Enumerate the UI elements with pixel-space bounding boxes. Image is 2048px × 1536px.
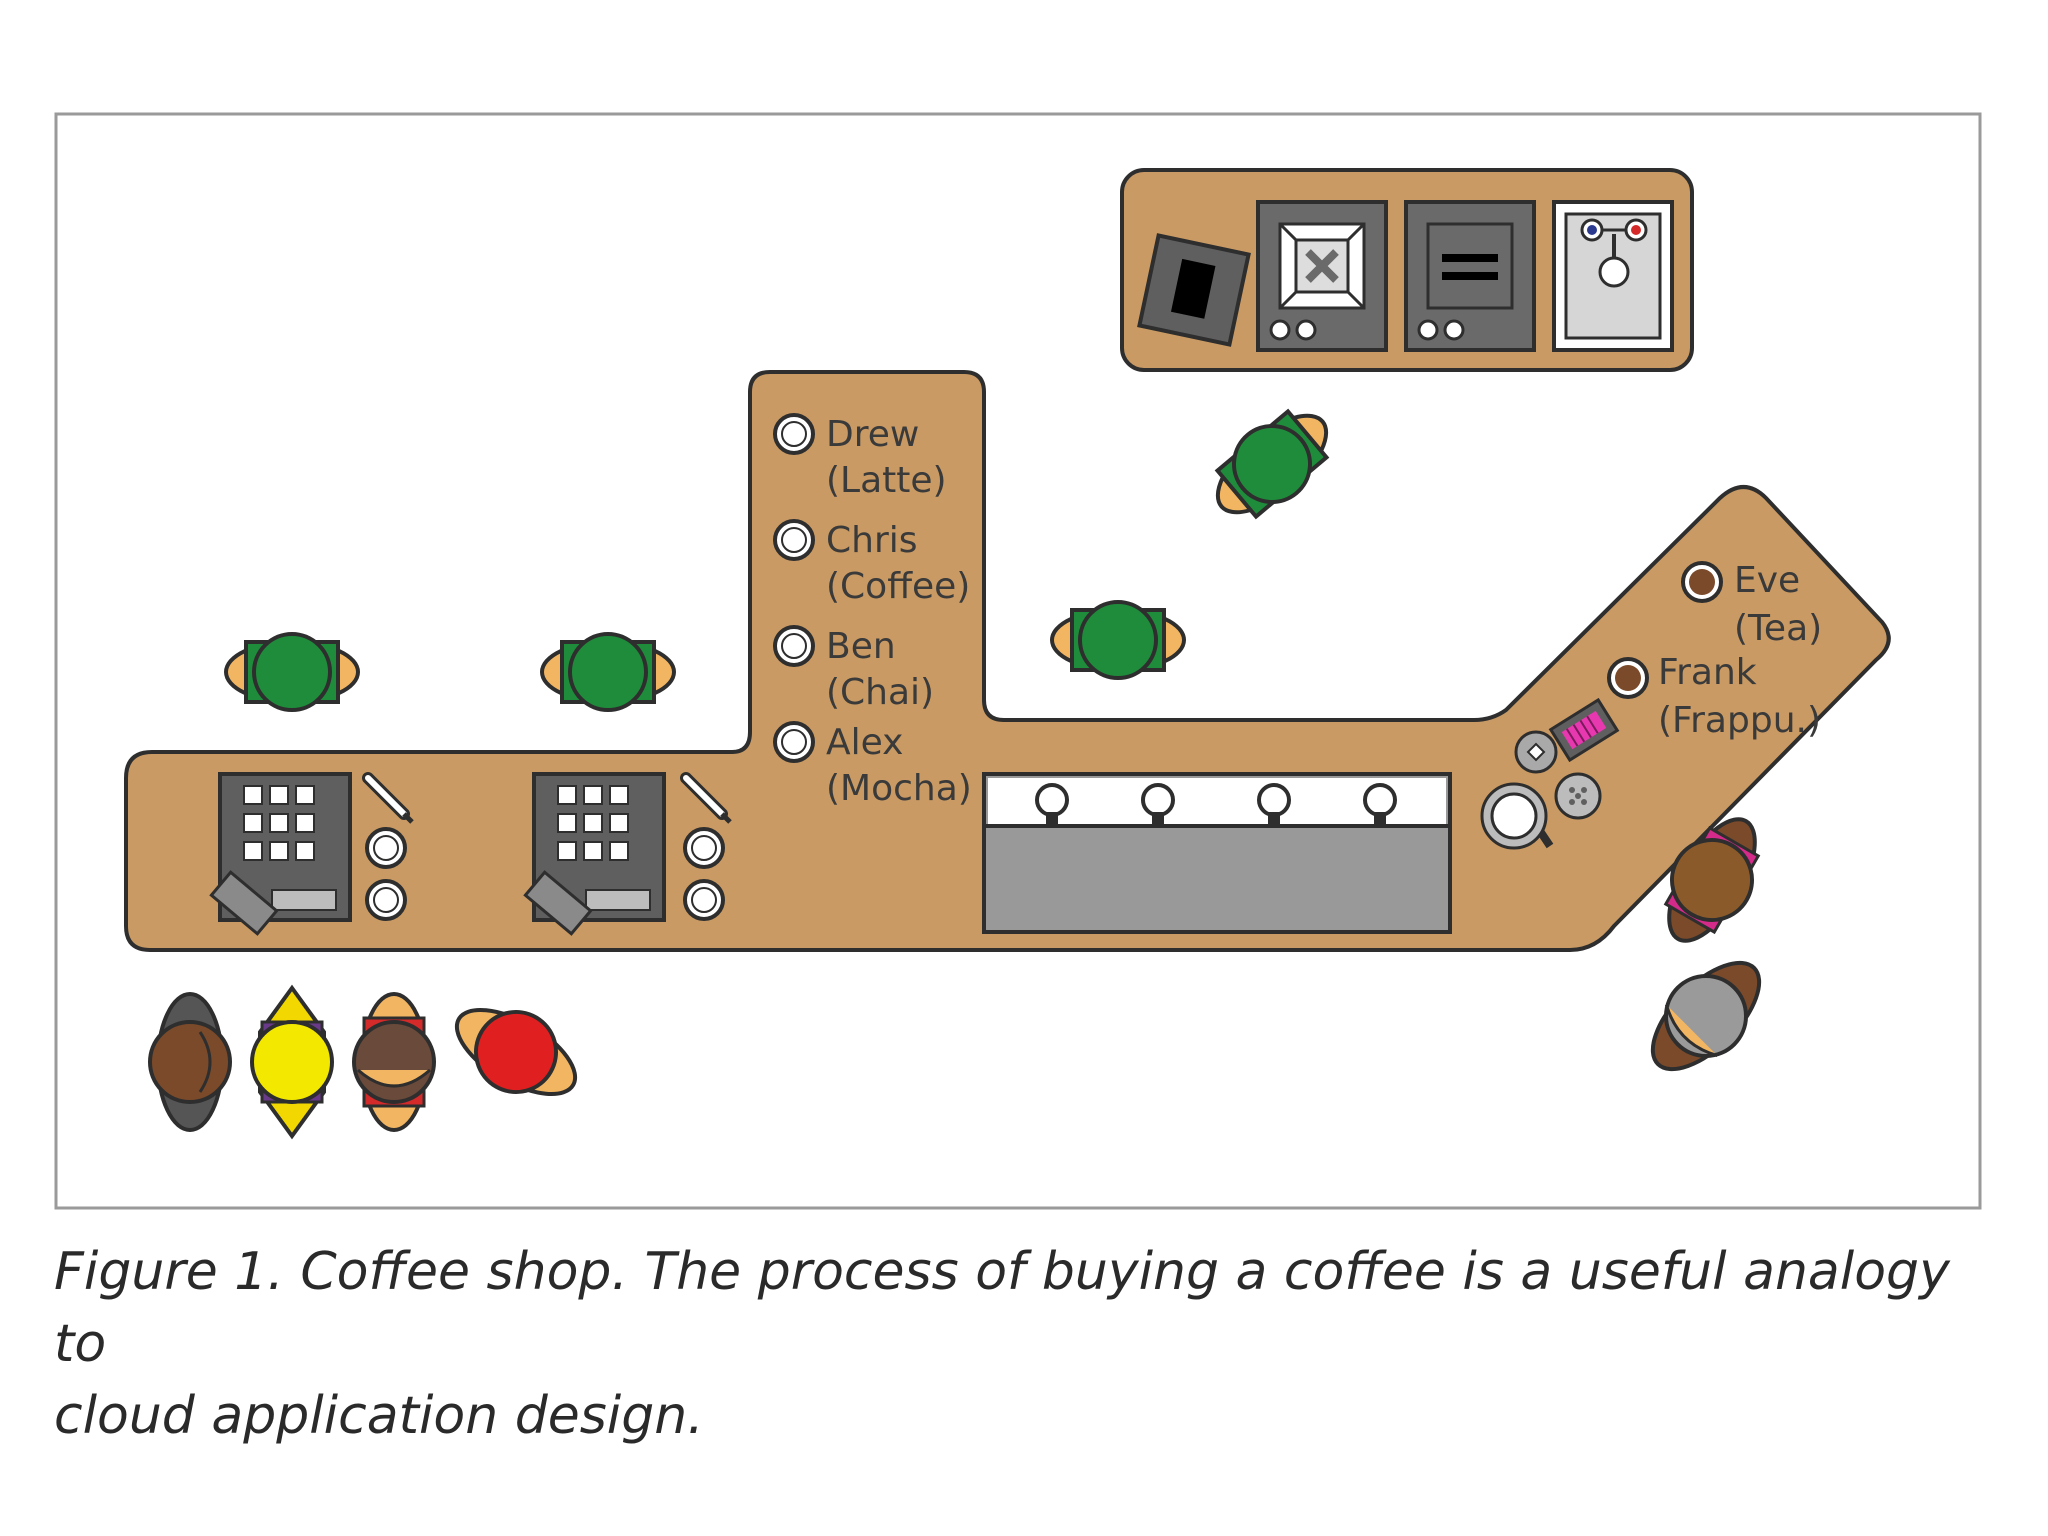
order-drink-label: (Latte) (826, 460, 947, 501)
back-counter (1120, 168, 1694, 372)
cash-register-icon (523, 772, 666, 936)
order-drink-label: (Mocha) (826, 768, 972, 809)
pen-icon (362, 772, 414, 824)
order-drink-label: (Chai) (826, 672, 934, 713)
cup-icon (773, 519, 815, 561)
caption-line-1: Figure 1. Coffee shop. The process of bu… (54, 1242, 1950, 1374)
person-icon (352, 992, 436, 1132)
display-case (982, 772, 1452, 934)
cup-icon (1363, 783, 1397, 826)
order-drink-label: (Coffee) (826, 566, 970, 607)
order-drink-label: (Frappu.) (1658, 700, 1821, 741)
cash-register-icon (209, 772, 352, 936)
blender-icon (1548, 697, 1620, 763)
cup-icon (1681, 561, 1723, 603)
cup-icon (683, 879, 725, 921)
person-icon (1663, 817, 1761, 943)
person-icon (540, 632, 676, 712)
sugar-icon (1514, 730, 1558, 774)
cup-icon (1257, 783, 1291, 826)
person-icon (250, 984, 334, 1140)
cup-icon (1035, 783, 1069, 826)
person-icon (1650, 960, 1762, 1072)
sink-icon (1552, 200, 1674, 352)
cup-icon (773, 413, 815, 455)
cup-icon (773, 721, 815, 763)
shaker-icon (1554, 772, 1602, 820)
pen-icon (680, 772, 732, 824)
cup-icon (1607, 657, 1649, 699)
order-name-label: Chris (826, 520, 918, 561)
cup-icon (365, 827, 407, 869)
person-icon (1050, 600, 1186, 680)
order-name-label: Ben (826, 626, 896, 667)
person-icon (454, 1008, 578, 1096)
caption-line-2: cloud application design. (54, 1386, 704, 1446)
figure-caption: Figure 1. Coffee shop. The process of bu… (54, 1236, 1994, 1452)
order-name-label: Eve (1734, 560, 1800, 601)
espresso-machine-icon (1404, 200, 1536, 352)
cup-icon (683, 827, 725, 869)
grinder-icon (1137, 233, 1251, 347)
person-icon (148, 992, 232, 1132)
person-icon (224, 632, 360, 712)
cup-icon (365, 879, 407, 921)
kettle-icon (1480, 782, 1554, 850)
order-name-label: Drew (826, 414, 919, 455)
order-name-label: Alex (826, 722, 903, 763)
order-drink-label: (Tea) (1734, 608, 1822, 649)
person-icon (1214, 408, 1330, 520)
cup-icon (1141, 783, 1175, 826)
order-name-label: Frank (1658, 652, 1757, 693)
cup-icon (773, 625, 815, 667)
espresso-machine-icon (1256, 200, 1388, 352)
